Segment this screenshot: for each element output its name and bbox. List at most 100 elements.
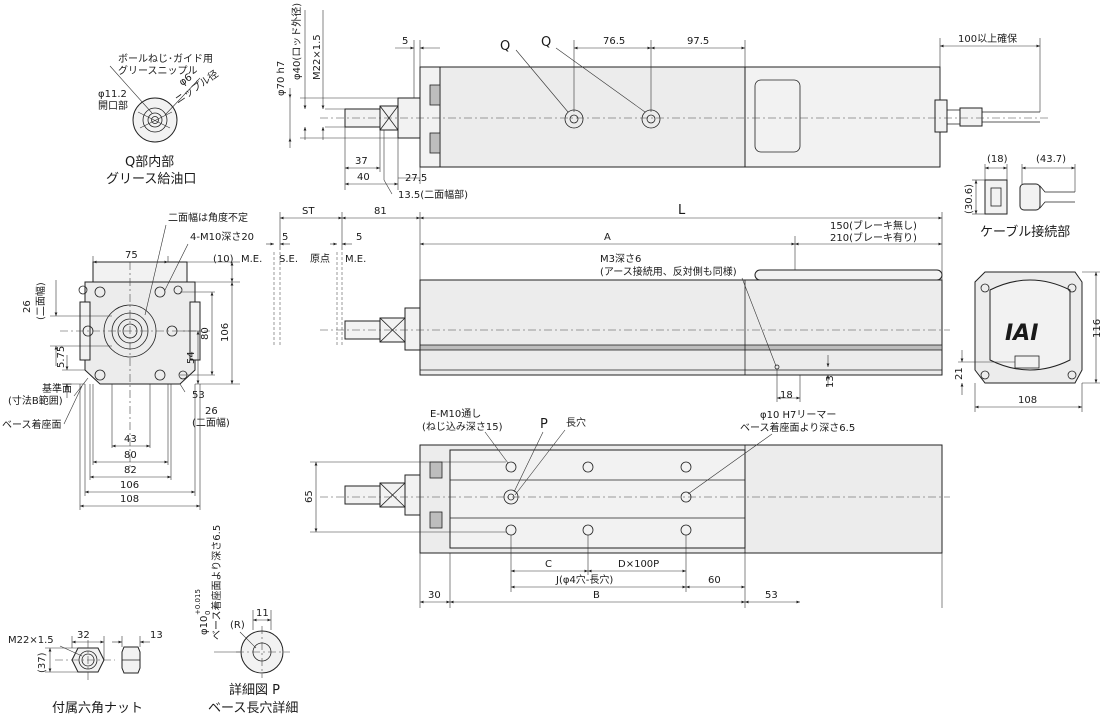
dim-13-5: 13.5(二面幅部) xyxy=(398,188,468,201)
cable-dim-18: (18) xyxy=(987,154,1008,165)
bottom-view: E-M10通し (ねじ込み深さ15) P 長穴 φ10 H7リーマー ベース着座… xyxy=(304,408,950,608)
slot-detail-view: (R) 11 φ10 +0.015 0 ベース着座面より深さ6.5 詳細図 P … xyxy=(194,525,298,716)
bottom-dim-53: 53 xyxy=(765,590,778,601)
front-datum-note-sub: (寸法B範囲) xyxy=(8,394,63,407)
bottom-d: D×100P xyxy=(618,559,659,570)
side-dim-18: 18 xyxy=(780,390,793,401)
bottom-b: B xyxy=(593,590,600,601)
front-base-surface: ベース着座面 xyxy=(2,418,62,431)
front-housing xyxy=(84,281,196,385)
nut-thread: M22×1.5 xyxy=(8,635,54,646)
dim-97-5: 97.5 xyxy=(687,36,709,47)
bottom-dim-60: 60 xyxy=(708,575,721,586)
front-dim-43: 43 xyxy=(124,434,137,445)
nut-dim-32: 32 xyxy=(77,630,90,641)
bottom-c: C xyxy=(545,559,552,570)
nut-dim-13: 13 xyxy=(150,630,163,641)
side-brake-none: 150(ブレーキ無し) xyxy=(830,219,917,232)
side-view: ST 81 L A 150(ブレーキ無し) 210(ブレーキ有り) 5 5 M.… xyxy=(241,203,950,402)
q-detail-title: Q部内部 xyxy=(125,154,174,170)
bottom-dim-65: 65 xyxy=(304,490,315,503)
bottom-p: P xyxy=(540,417,548,432)
side-st: ST xyxy=(302,206,315,217)
slot-r-label: (R) xyxy=(230,620,245,631)
bottom-slot: 長穴 xyxy=(566,416,586,429)
side-dim-81: 81 xyxy=(374,206,387,217)
q-nipple-note-2: グリースニップル xyxy=(118,64,198,77)
cable-connection-view: (18) (43.7) (30.6) ケーブル接続部 xyxy=(964,154,1076,240)
rear-view: IAI 116 21 108 xyxy=(954,271,1103,412)
slot-dim-11: 11 xyxy=(256,608,269,619)
front-dim-10: (10) xyxy=(213,254,234,265)
cable-dim-43-7: (43.7) xyxy=(1036,154,1066,165)
bottom-j: J(φ4穴-長穴) xyxy=(555,573,613,586)
dim-rod-dia: φ40(ロッド外径) xyxy=(290,3,303,80)
top-view: Q Q 76.5 97.5 5 100以上確保 φ70 h7 φ40(ロッ xyxy=(276,3,1050,201)
q-nipple-note-1: ボールねじ･ガイド用 xyxy=(118,53,213,65)
rear-dim-108: 108 xyxy=(1018,395,1037,406)
front-dim-54: 54 xyxy=(186,351,197,364)
front-view: 二面幅は角度不定 4-M10深さ20 75 (10) 106 80 54 26 … xyxy=(2,211,254,510)
q-label-left: Q xyxy=(500,39,510,54)
dim-5-top: 5 xyxy=(402,36,408,47)
front-dim-75: 75 xyxy=(125,250,138,261)
q-label-right: Q xyxy=(541,35,551,50)
side-a: A xyxy=(604,232,611,243)
hex-nut-view: M22×1.5 32 13 (37) 付属六角ナット xyxy=(8,630,163,716)
iai-logo: IAI xyxy=(1005,321,1038,346)
q-detail-subtitle: グリース給油口 xyxy=(106,172,196,187)
side-dim-5a: 5 xyxy=(282,232,288,243)
dim-27-5: 27.5 xyxy=(405,173,427,184)
side-m3-note: M3深さ6 xyxy=(600,253,641,265)
nut-title: 付属六角ナット xyxy=(52,701,143,716)
front-dim-53: 53 xyxy=(192,390,205,401)
front-datum-note: 基準面 xyxy=(42,382,72,395)
front-dim-106b: 106 xyxy=(120,480,139,491)
front-width-flat-note: 二面幅は角度不定 xyxy=(168,211,248,224)
q-opening-dia: φ11.2 xyxy=(98,89,127,100)
slot-depth-note: ベース着座面より深さ6.5 xyxy=(210,525,223,640)
dim-76-5: 76.5 xyxy=(603,36,625,47)
rod-end-bottom xyxy=(344,485,381,505)
front-dim-82: 82 xyxy=(124,465,137,476)
dim-40-top: 40 xyxy=(357,172,370,183)
front-dim-80b: 80 xyxy=(124,450,137,461)
dim-thread-top: M22×1.5 xyxy=(312,34,323,80)
bottom-reamer: φ10 H7リーマー xyxy=(760,410,836,421)
bottom-reamer-sub: ベース着座面より深さ6.5 xyxy=(740,421,855,434)
side-dim-5b: 5 xyxy=(356,232,362,243)
rear-dim-21: 21 xyxy=(954,367,965,380)
side-brake-with: 210(ブレーキ有り) xyxy=(830,231,917,244)
q-port-outer xyxy=(132,97,178,143)
slot-tol-upper: +0.015 xyxy=(194,589,202,615)
front-dim-108: 108 xyxy=(120,494,139,505)
front-tap-note: 4-M10深さ20 xyxy=(190,231,254,243)
front-dim-26-flat-sub: (二面幅) xyxy=(34,282,47,320)
side-dim-13: 13 xyxy=(825,375,836,388)
front-dim-26-flat: 26 xyxy=(22,300,33,313)
q-detail-view: ボールねじ･ガイド用 グリースニップル φ11.2 開口部 φ6 ニップル径 Q… xyxy=(98,53,221,187)
front-dim-5-75: 5.75 xyxy=(56,346,67,368)
dim-flange-dia: φ70 h7 xyxy=(276,61,287,96)
slot-tol-lower: 0 xyxy=(204,611,212,615)
cable-view-title: ケーブル接続部 xyxy=(980,224,1070,240)
bottom-e-m10-sub: (ねじ込み深さ15) xyxy=(422,421,503,433)
slot-detail-subtitle: ベース長穴詳細 xyxy=(208,700,298,716)
q-opening-label: 開口部 xyxy=(98,99,128,112)
reamer-hole xyxy=(680,491,692,503)
rear-dim-116: 116 xyxy=(1092,319,1103,338)
slot-detail-title: 詳細図 P xyxy=(229,682,280,698)
slot-hole-p xyxy=(503,489,519,505)
side-m3-note-sub: (アース接続用、反対側も同様) xyxy=(600,265,737,278)
front-dim-80: 80 xyxy=(200,327,211,340)
cable-dim-30-6: (30.6) xyxy=(964,184,975,214)
front-dim-26-sub: (二面幅) xyxy=(192,416,230,429)
side-l: L xyxy=(678,203,686,218)
dim-37-top: 37 xyxy=(355,156,368,167)
side-me-right: M.E. xyxy=(345,254,366,265)
bottom-e-m10: E-M10通し xyxy=(430,408,481,420)
side-se: S.E. xyxy=(279,254,298,265)
bottom-dim-30: 30 xyxy=(428,590,441,601)
